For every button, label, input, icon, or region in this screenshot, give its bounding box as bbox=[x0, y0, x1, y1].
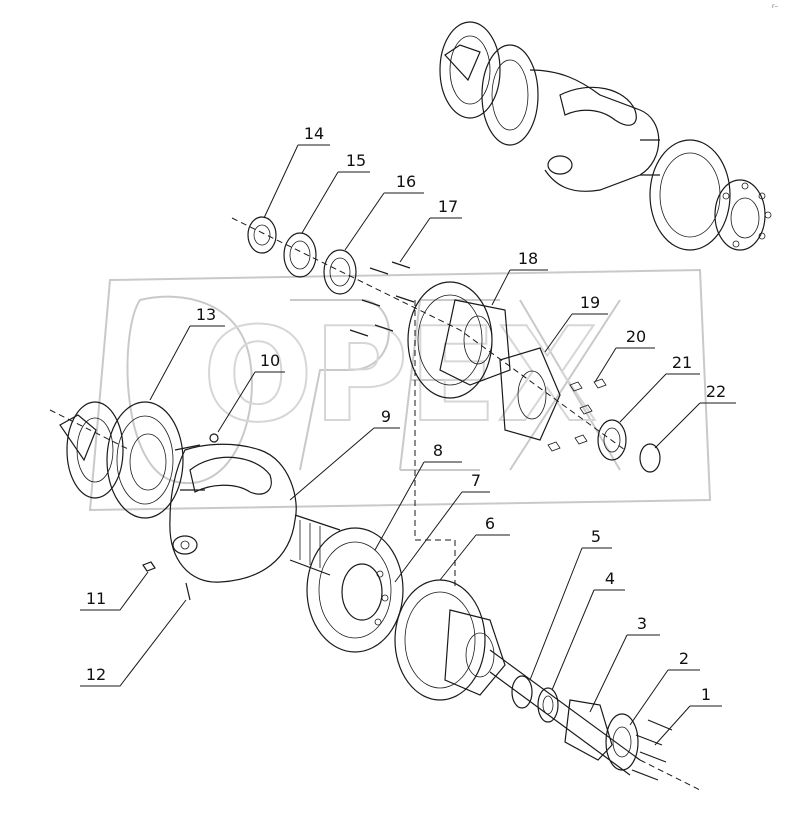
callout-6: 6 bbox=[485, 514, 495, 533]
callout-10: 10 bbox=[260, 351, 280, 370]
callout-5: 5 bbox=[591, 527, 601, 546]
callout-3: 3 bbox=[637, 614, 647, 633]
callout-16: 16 bbox=[396, 172, 416, 191]
watermark-logo: OPEX bbox=[88, 268, 712, 512]
callout-17: 17 bbox=[438, 197, 458, 216]
callout-18: 18 bbox=[518, 249, 538, 268]
callout-19: 19 bbox=[580, 293, 600, 312]
watermark-text: OPEX bbox=[203, 299, 598, 451]
callout-4: 4 bbox=[605, 569, 615, 588]
callout-11: 11 bbox=[86, 589, 106, 608]
callout-20: 20 bbox=[626, 327, 646, 346]
callout-2: 2 bbox=[679, 649, 689, 668]
callout-21: 21 bbox=[672, 353, 692, 372]
callout-8: 8 bbox=[433, 441, 443, 460]
callout-13: 13 bbox=[196, 305, 216, 324]
callout-15: 15 bbox=[346, 151, 366, 170]
callout-leaders bbox=[80, 144, 736, 746]
callout-14: 14 bbox=[304, 124, 324, 143]
callout-12: 12 bbox=[86, 665, 106, 684]
callout-22: 22 bbox=[706, 382, 726, 401]
callout-numbers: 1 2 3 4 5 6 7 8 9 10 11 12 13 14 15 16 1… bbox=[86, 124, 726, 704]
main-axle-drawing bbox=[49, 216, 701, 791]
corner-mark: r‒ bbox=[772, 3, 778, 10]
callout-9: 9 bbox=[381, 407, 391, 426]
assembled-axle-drawing bbox=[439, 21, 772, 251]
callout-7: 7 bbox=[471, 471, 481, 490]
callout-1: 1 bbox=[701, 685, 711, 704]
